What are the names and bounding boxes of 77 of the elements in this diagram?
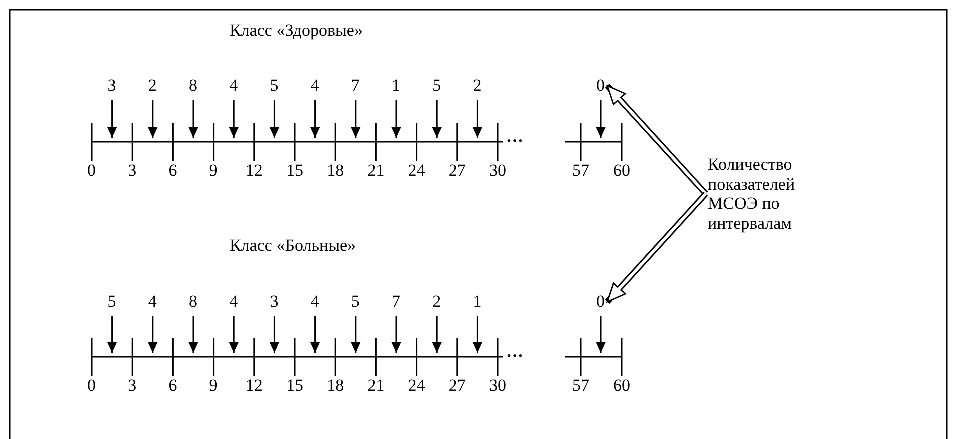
tick-label: 6 [168,162,178,181]
arrow [107,100,118,138]
count-value: 2 [473,76,482,96]
count-value: 1 [473,292,482,312]
tick-label: 27 [448,377,466,396]
count-value: 7 [392,292,400,312]
arrow [188,100,198,138]
tick-label: 30 [490,377,506,396]
count-value: 0 [596,292,605,312]
count-value: 1 [392,76,400,96]
count-value: 8 [189,292,198,312]
tick-label: 15 [286,377,304,396]
arrow [270,100,280,138]
count-value: 5 [270,76,279,96]
arrow [350,316,361,353]
tick-label: 30 [490,162,506,181]
count-value: 5 [351,292,360,312]
tick-label: 57 [572,377,590,396]
tick-label: 9 [209,377,218,396]
arrow [596,100,606,138]
count-value: 7 [351,76,360,96]
callout-text: Количество показателей МСОЭ по интервалам [708,155,843,234]
ellipsis: … [506,343,524,362]
tick-label: 21 [368,162,385,181]
arrow [270,316,280,353]
count-value: 3 [270,292,279,312]
count-value: 2 [148,76,157,96]
arrow [310,100,320,138]
arrow [148,100,158,138]
tick-label: 9 [209,162,218,181]
arrow [188,316,198,353]
tick-label: 24 [408,162,426,181]
count-value: 4 [230,76,238,96]
count-value: 8 [189,76,198,96]
tick-label: 3 [128,162,137,181]
tick-label: 12 [246,377,263,396]
count-value: 0 [596,76,605,96]
count-value: 4 [310,76,320,96]
tick-label: 27 [448,162,466,181]
hollow-arrow [605,192,708,304]
arrow [472,316,483,353]
tick-label: 3 [128,377,137,396]
tick-label: 12 [246,162,263,181]
count-value: 5 [432,76,442,96]
arrow [229,316,240,353]
tick-label: 24 [408,377,426,396]
tick-label: 60 [614,377,630,396]
arrow [350,100,361,138]
arrow [432,316,442,353]
tick-label: 15 [286,162,304,181]
count-value: 5 [108,292,116,312]
arrow [107,316,118,353]
tick-label: 57 [572,162,590,181]
tick-label: 21 [368,377,385,396]
tick-label: 6 [168,377,178,396]
arrow [392,316,402,353]
count-value: 2 [432,292,442,312]
class-heading: Класс «Больные» [230,237,356,256]
arrow [229,100,240,138]
tick-label: 0 [88,377,96,396]
arrow [596,316,606,353]
ellipsis: … [506,128,524,147]
tick-label: 60 [614,162,630,181]
arrow [392,100,402,138]
tick-label: 18 [327,162,344,181]
arrow [432,100,442,138]
count-value: 4 [148,292,157,312]
arrow [310,316,320,353]
arrow [472,100,483,138]
hollow-arrow [605,84,708,196]
count-value: 3 [108,76,116,96]
count-value: 4 [230,292,238,312]
arrow [148,316,158,353]
count-value: 4 [310,292,320,312]
tick-label: 18 [327,377,344,396]
tick-label: 0 [88,162,96,181]
class-heading: Класс «Здоровые» [230,22,363,41]
